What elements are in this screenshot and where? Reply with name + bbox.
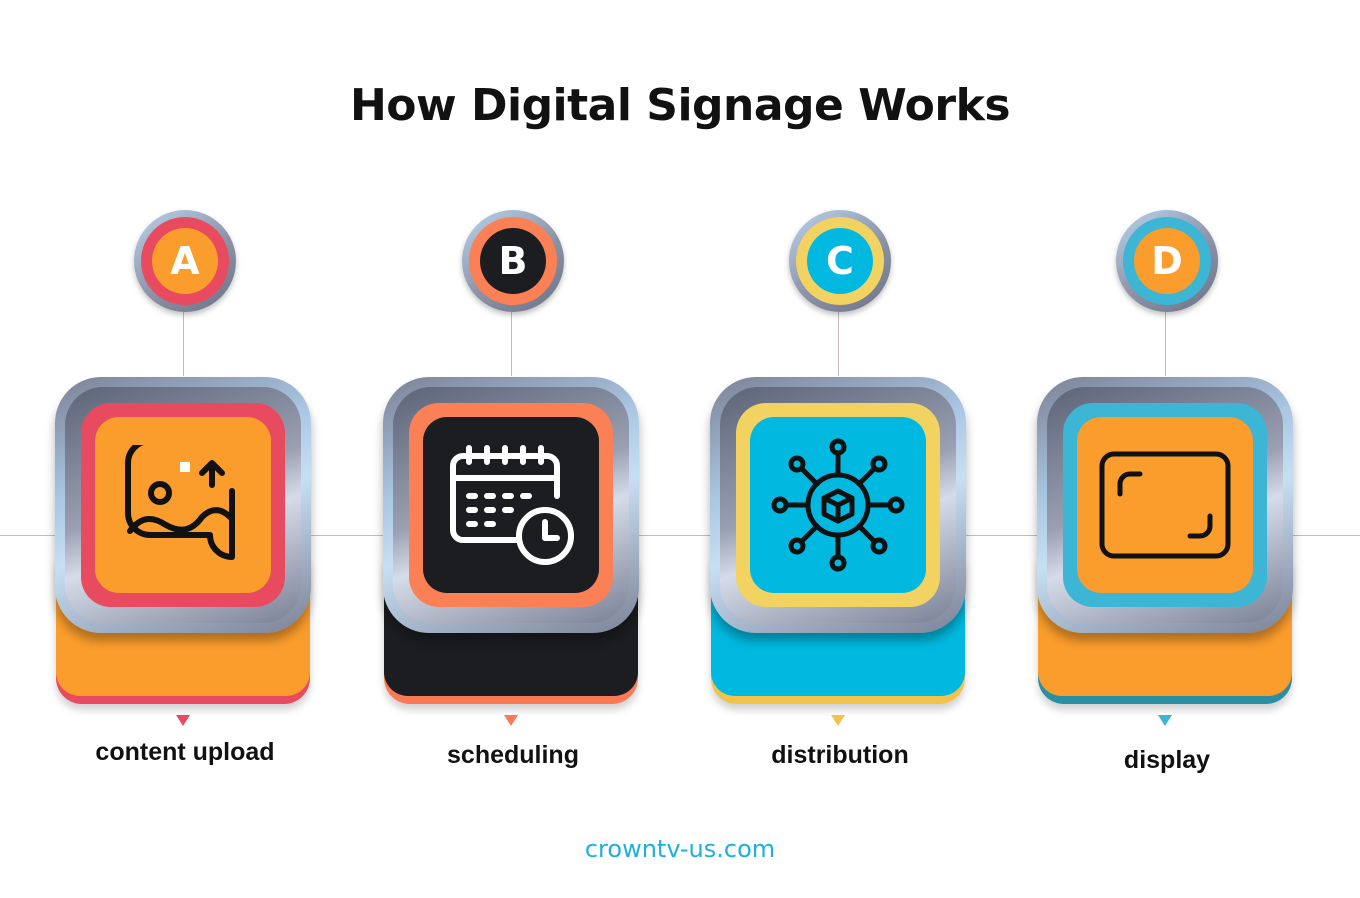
icon-tile-frame bbox=[393, 387, 629, 623]
badge-letter: C bbox=[807, 228, 873, 294]
step-label: distribution bbox=[771, 741, 909, 769]
badge-letter: D bbox=[1134, 228, 1200, 294]
badge-ring: B bbox=[469, 217, 557, 305]
step-label: content upload bbox=[95, 738, 275, 766]
step-label: scheduling bbox=[447, 741, 579, 769]
badge-ring: D bbox=[1123, 217, 1211, 305]
badge-letter: A bbox=[152, 228, 218, 294]
connector-line bbox=[511, 312, 512, 376]
page-title: How Digital Signage Works bbox=[349, 80, 1011, 131]
icon-tile bbox=[55, 377, 311, 633]
icon-tile-face bbox=[750, 417, 926, 593]
step-label: display bbox=[1123, 746, 1211, 774]
footer-url: crowntv-us.com bbox=[584, 835, 776, 863]
icon-tile-face bbox=[95, 417, 271, 593]
icon-tile-ring bbox=[1063, 403, 1267, 607]
icon-tile bbox=[383, 377, 639, 633]
pointer-arrow bbox=[504, 715, 518, 726]
icon-tile-frame bbox=[720, 387, 956, 623]
step-display: D display bbox=[1037, 0, 1297, 898]
step-badge: C bbox=[789, 210, 891, 312]
connector-line bbox=[838, 312, 839, 376]
icon-tile-ring bbox=[736, 403, 940, 607]
icon-tile-ring bbox=[409, 403, 613, 607]
calendar-clock-icon bbox=[450, 445, 574, 565]
step-badge: A bbox=[134, 210, 236, 312]
icon-tile-face bbox=[423, 417, 599, 593]
step-badge: B bbox=[462, 210, 564, 312]
screen-frame-icon bbox=[1099, 451, 1231, 559]
step-badge: D bbox=[1116, 210, 1218, 312]
connector-line bbox=[183, 312, 184, 376]
pointer-arrow bbox=[176, 715, 190, 726]
network-box-icon bbox=[771, 438, 905, 572]
icon-tile-frame bbox=[65, 387, 301, 623]
badge-letter: B bbox=[480, 228, 546, 294]
step-content-upload: A content upload bbox=[55, 0, 315, 898]
step-scheduling: B bbox=[383, 0, 643, 898]
connector-line bbox=[1165, 312, 1166, 376]
icon-tile-face bbox=[1077, 417, 1253, 593]
icon-tile bbox=[710, 377, 966, 633]
pointer-arrow bbox=[831, 715, 845, 726]
image-upload-icon bbox=[125, 445, 235, 560]
badge-ring: A bbox=[141, 217, 229, 305]
badge-ring: C bbox=[796, 217, 884, 305]
pointer-arrow bbox=[1158, 715, 1172, 726]
icon-tile-ring bbox=[81, 403, 285, 607]
timeline-line bbox=[0, 535, 1360, 536]
step-distribution: C bbox=[710, 0, 970, 898]
icon-tile bbox=[1037, 377, 1293, 633]
icon-tile-frame bbox=[1047, 387, 1283, 623]
